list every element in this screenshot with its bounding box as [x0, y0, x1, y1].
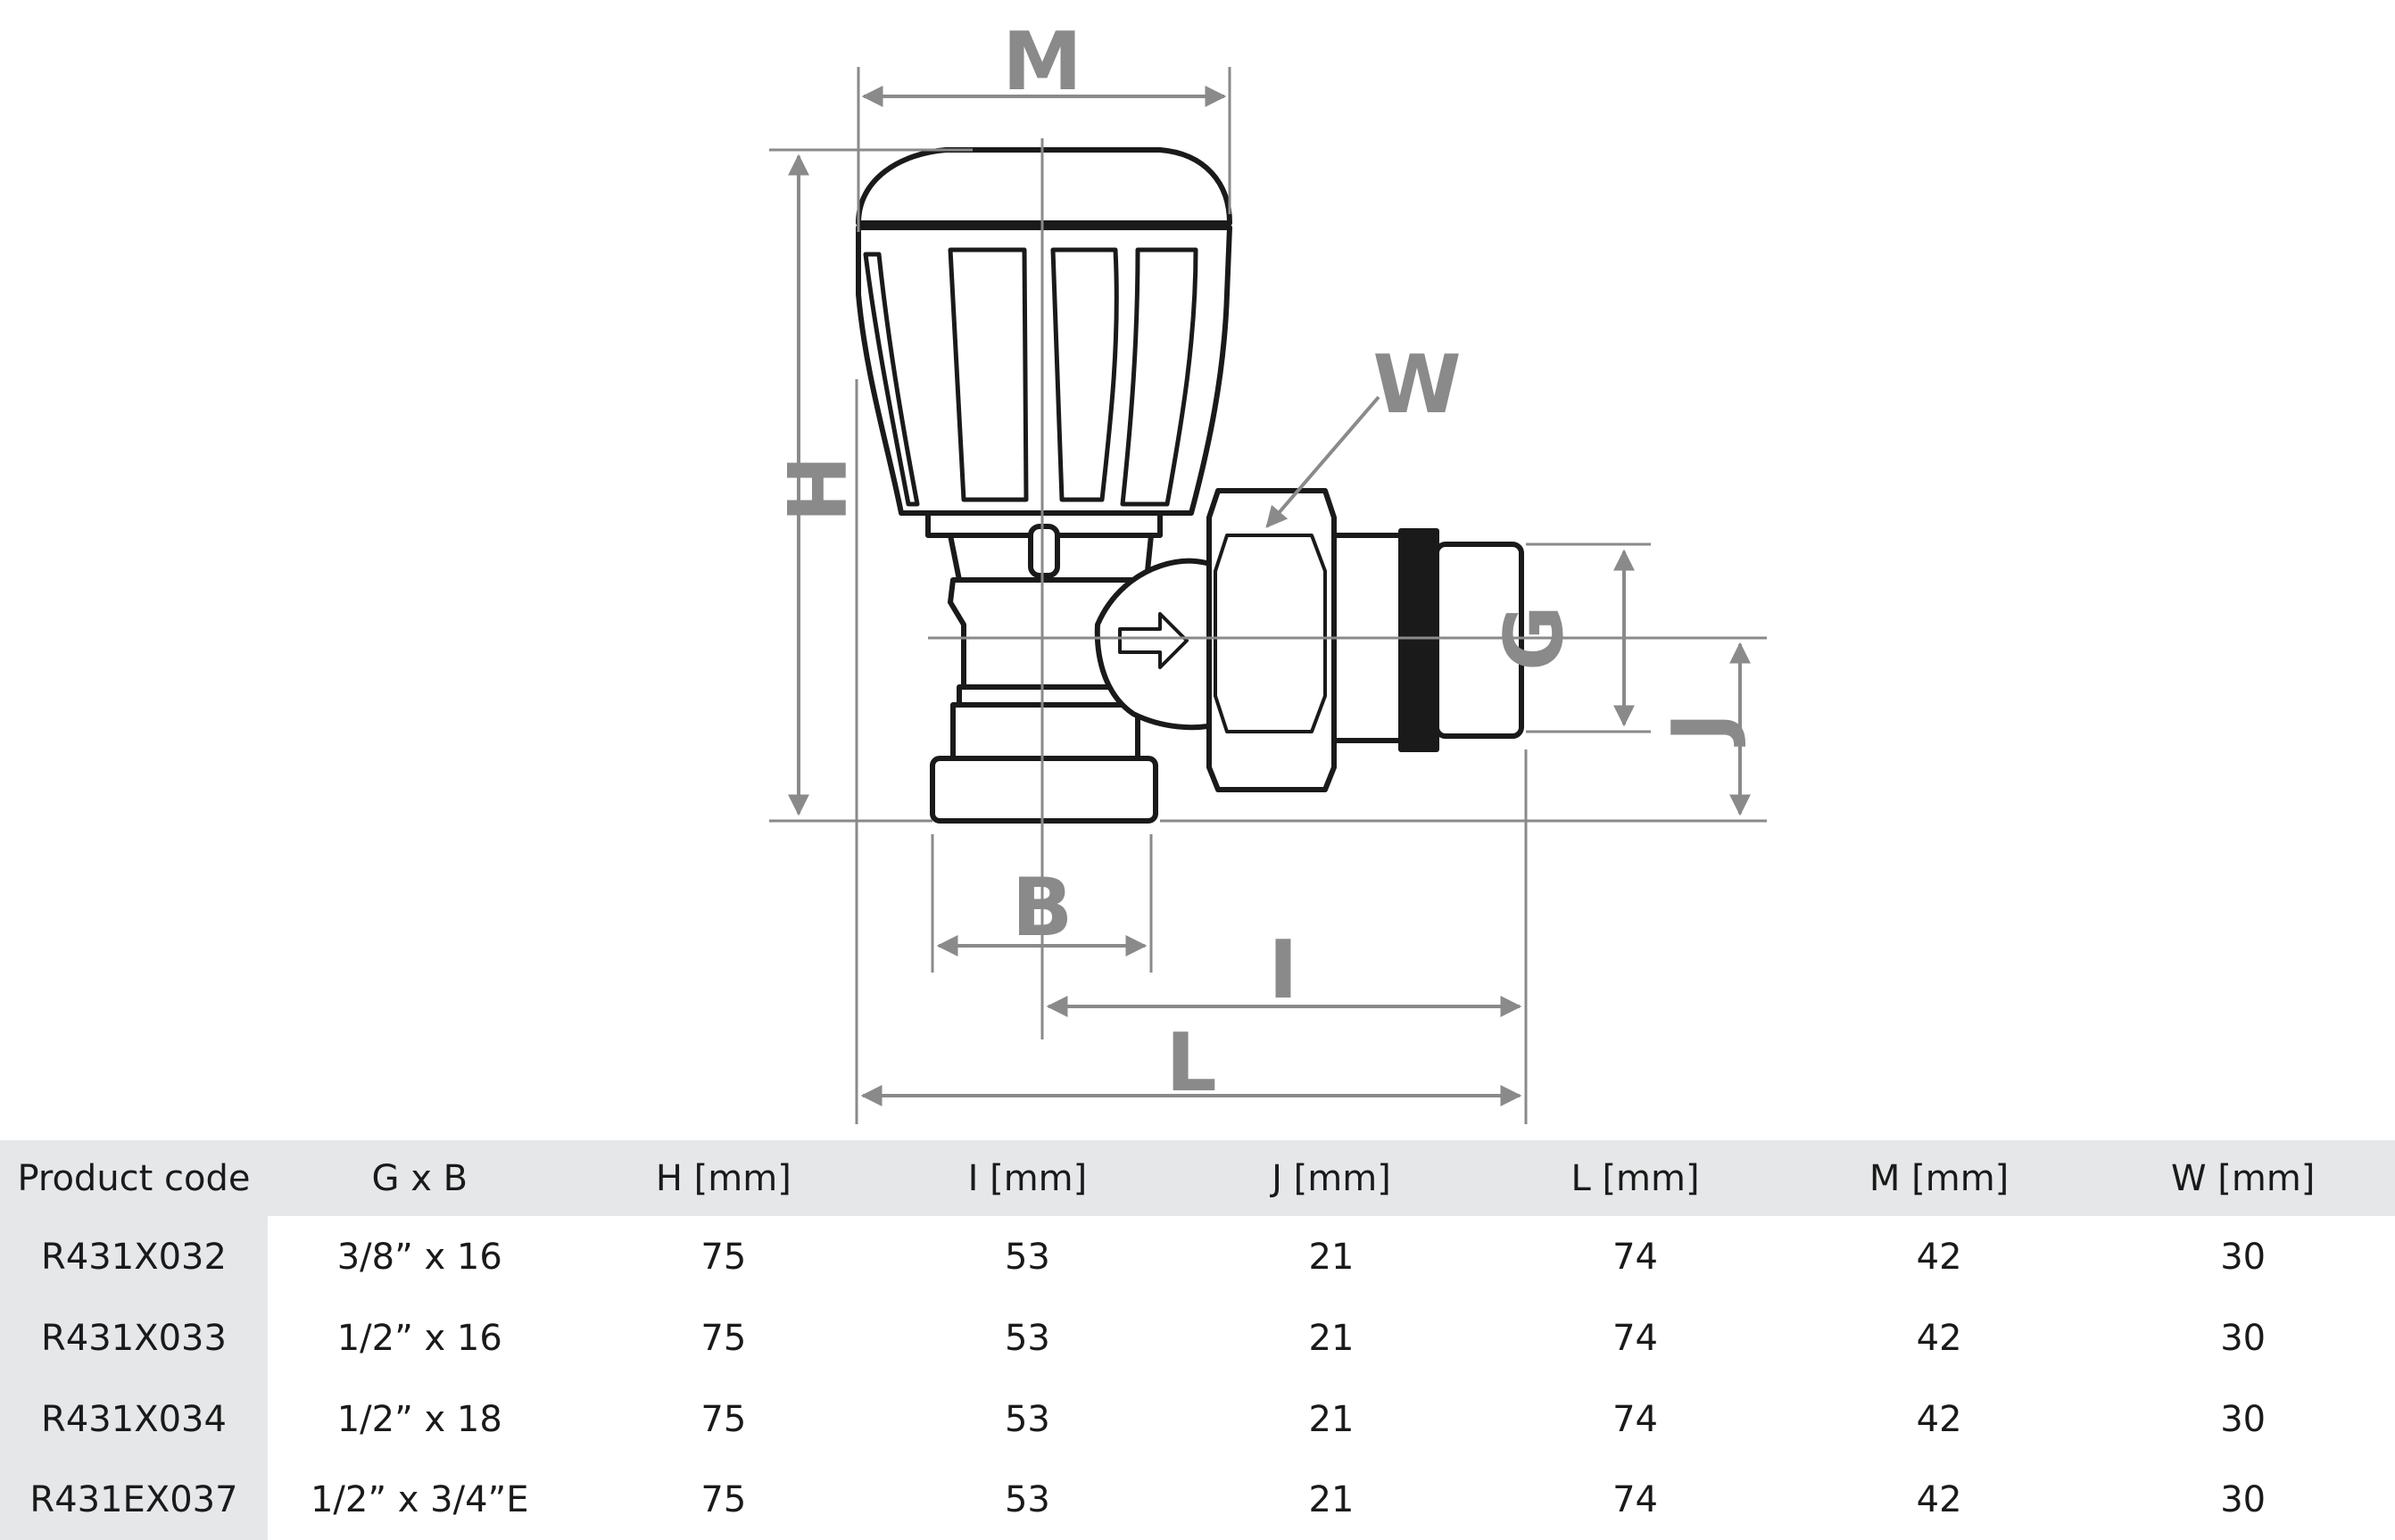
table-cell: 53	[1004, 1236, 1050, 1278]
handwheel-rib-center-right	[1050, 247, 1119, 502]
product-code-cell: R431X034	[0, 1379, 268, 1460]
table-cell: 75	[700, 1317, 747, 1359]
table-cell: 1/2” x 18	[336, 1398, 502, 1440]
union-nut-facet	[1214, 534, 1327, 733]
handwheel-rib-center	[948, 247, 1029, 502]
valve-base-nut	[930, 756, 1158, 824]
table-cell: 30	[2220, 1236, 2267, 1278]
product-code-cell: R431X032	[0, 1216, 268, 1297]
table-cell: 74	[1612, 1398, 1658, 1440]
dim-l-label: L	[1165, 1016, 1216, 1110]
col-l: L [mm]	[1483, 1140, 1787, 1216]
flow-arrow	[1118, 612, 1189, 669]
col-g-x-b: G x B	[268, 1140, 572, 1216]
extension-lines	[769, 67, 1767, 1124]
valve-illustration	[856, 147, 1524, 824]
stem-indicator	[1028, 524, 1060, 578]
table-row: R431X034 1/2” x 18 75 53 21 74 42 30	[0, 1379, 2395, 1460]
table-cell: 42	[1916, 1398, 1962, 1440]
tail-end	[1434, 542, 1524, 739]
table-cell: 42	[1916, 1236, 1962, 1278]
table-row: R431X032 3/8” x 16 75 53 21 74 42 30	[0, 1216, 2395, 1297]
valve-body-lower	[950, 702, 1140, 761]
dimension-letters: M W H G J B I L	[767, 15, 1749, 1110]
dim-w-label: W	[1372, 338, 1461, 432]
table-cell: 1/2” x 3/4”E	[310, 1479, 529, 1520]
col-h: H [mm]	[571, 1140, 876, 1216]
tail-seal	[1398, 528, 1439, 752]
dim-h-label: H	[767, 455, 861, 522]
col-j: J [mm]	[1179, 1140, 1484, 1216]
table-cell: 53	[1004, 1317, 1050, 1359]
table-row: R431X033 1/2” x 16 75 53 21 74 42 30	[0, 1297, 2395, 1379]
col-w: W [mm]	[2091, 1140, 2395, 1216]
product-code-cell: R431EX037	[0, 1460, 268, 1540]
table-cell: 1/2” x 16	[336, 1317, 502, 1359]
handwheel-rib-left	[863, 252, 920, 507]
col-m: M [mm]	[1786, 1140, 2092, 1216]
table-cell: 75	[700, 1479, 747, 1520]
table-cell: 74	[1612, 1479, 1658, 1520]
table-cell: 21	[1308, 1236, 1355, 1278]
col-i: I [mm]	[875, 1140, 1180, 1216]
table-cell: 53	[1004, 1479, 1050, 1520]
dim-m-label: M	[1002, 15, 1082, 109]
table-cell: 3/8” x 16	[336, 1236, 502, 1278]
dimensions-table: Product code G x B H [mm] I [mm] J [mm] …	[0, 1140, 2395, 1540]
table-cell: 30	[2220, 1479, 2267, 1520]
handwheel-cap	[856, 147, 1232, 226]
table-cell: 21	[1308, 1479, 1355, 1520]
table-cell: 75	[700, 1398, 747, 1440]
dim-b-label: B	[1012, 861, 1073, 955]
table-cell: 21	[1308, 1398, 1355, 1440]
table-header-row: Product code G x B H [mm] I [mm] J [mm] …	[0, 1140, 2395, 1216]
dimension-arrows	[788, 86, 1751, 1106]
table-cell: 30	[2220, 1317, 2267, 1359]
table-cell: 42	[1916, 1479, 1962, 1520]
table-cell: 30	[2220, 1398, 2267, 1440]
table-cell: 74	[1612, 1317, 1658, 1359]
col-product-code: Product code	[0, 1140, 268, 1216]
product-code-cell: R431X033	[0, 1297, 268, 1379]
dim-w-arrow	[1265, 395, 1380, 528]
table-row: R431EX037 1/2” x 3/4”E 75 53 21 74 42 30	[0, 1460, 2395, 1540]
handwheel-rib-right	[1120, 247, 1198, 507]
table-cell: 75	[700, 1236, 747, 1278]
table-cell: 42	[1916, 1317, 1962, 1359]
valve-dimension-drawing: M W H G J B I L	[767, 15, 1767, 1124]
dim-g-label: G	[1488, 605, 1581, 671]
table-cell: 21	[1308, 1317, 1355, 1359]
table-cell: 53	[1004, 1398, 1050, 1440]
dim-j-label: J	[1655, 712, 1749, 748]
dim-i-label: I	[1268, 923, 1298, 1017]
table-cell: 74	[1612, 1236, 1658, 1278]
